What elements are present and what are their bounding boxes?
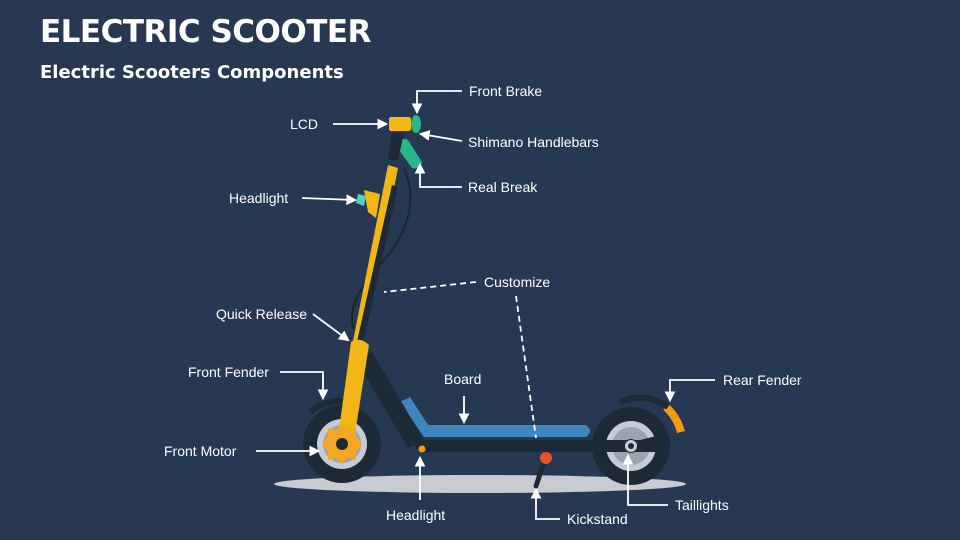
- label-front-motor: Front Motor: [164, 443, 237, 459]
- ground-shadow: [274, 475, 686, 493]
- customize-lines: [383, 281, 537, 439]
- handlebars: [388, 115, 422, 169]
- callout-lines: [256, 90, 715, 520]
- label-front-fender: Front Fender: [188, 364, 269, 380]
- label-headlight-bottom: Headlight: [386, 507, 445, 523]
- bottom-headlight: [418, 445, 426, 453]
- label-shimano-handlebars: Shimano Handlebars: [468, 134, 599, 150]
- frame-arm: [356, 352, 424, 448]
- front-motor: [322, 424, 362, 464]
- deck: [400, 397, 640, 452]
- label-rear-fender: Rear Fender: [723, 372, 802, 388]
- kickstand: [533, 452, 552, 489]
- label-kickstand: Kickstand: [567, 511, 628, 527]
- front-fork: [338, 339, 369, 440]
- label-headlight-top: Headlight: [229, 190, 288, 206]
- label-front-brake: Front Brake: [469, 83, 542, 99]
- rear-fender: [663, 404, 685, 434]
- label-real-break: Real Break: [468, 179, 538, 195]
- page-title: ELECTRIC SCOOTER: [40, 14, 371, 50]
- label-taillights: Taillights: [675, 497, 729, 513]
- label-board: Board: [444, 371, 481, 387]
- label-customize: Customize: [484, 274, 550, 290]
- page-subtitle: Electric Scooters Components: [40, 62, 344, 83]
- brake-cable: [350, 167, 412, 331]
- label-lcd: LCD: [290, 116, 318, 132]
- headlight: [356, 190, 380, 218]
- label-quick-release: Quick Release: [216, 306, 307, 322]
